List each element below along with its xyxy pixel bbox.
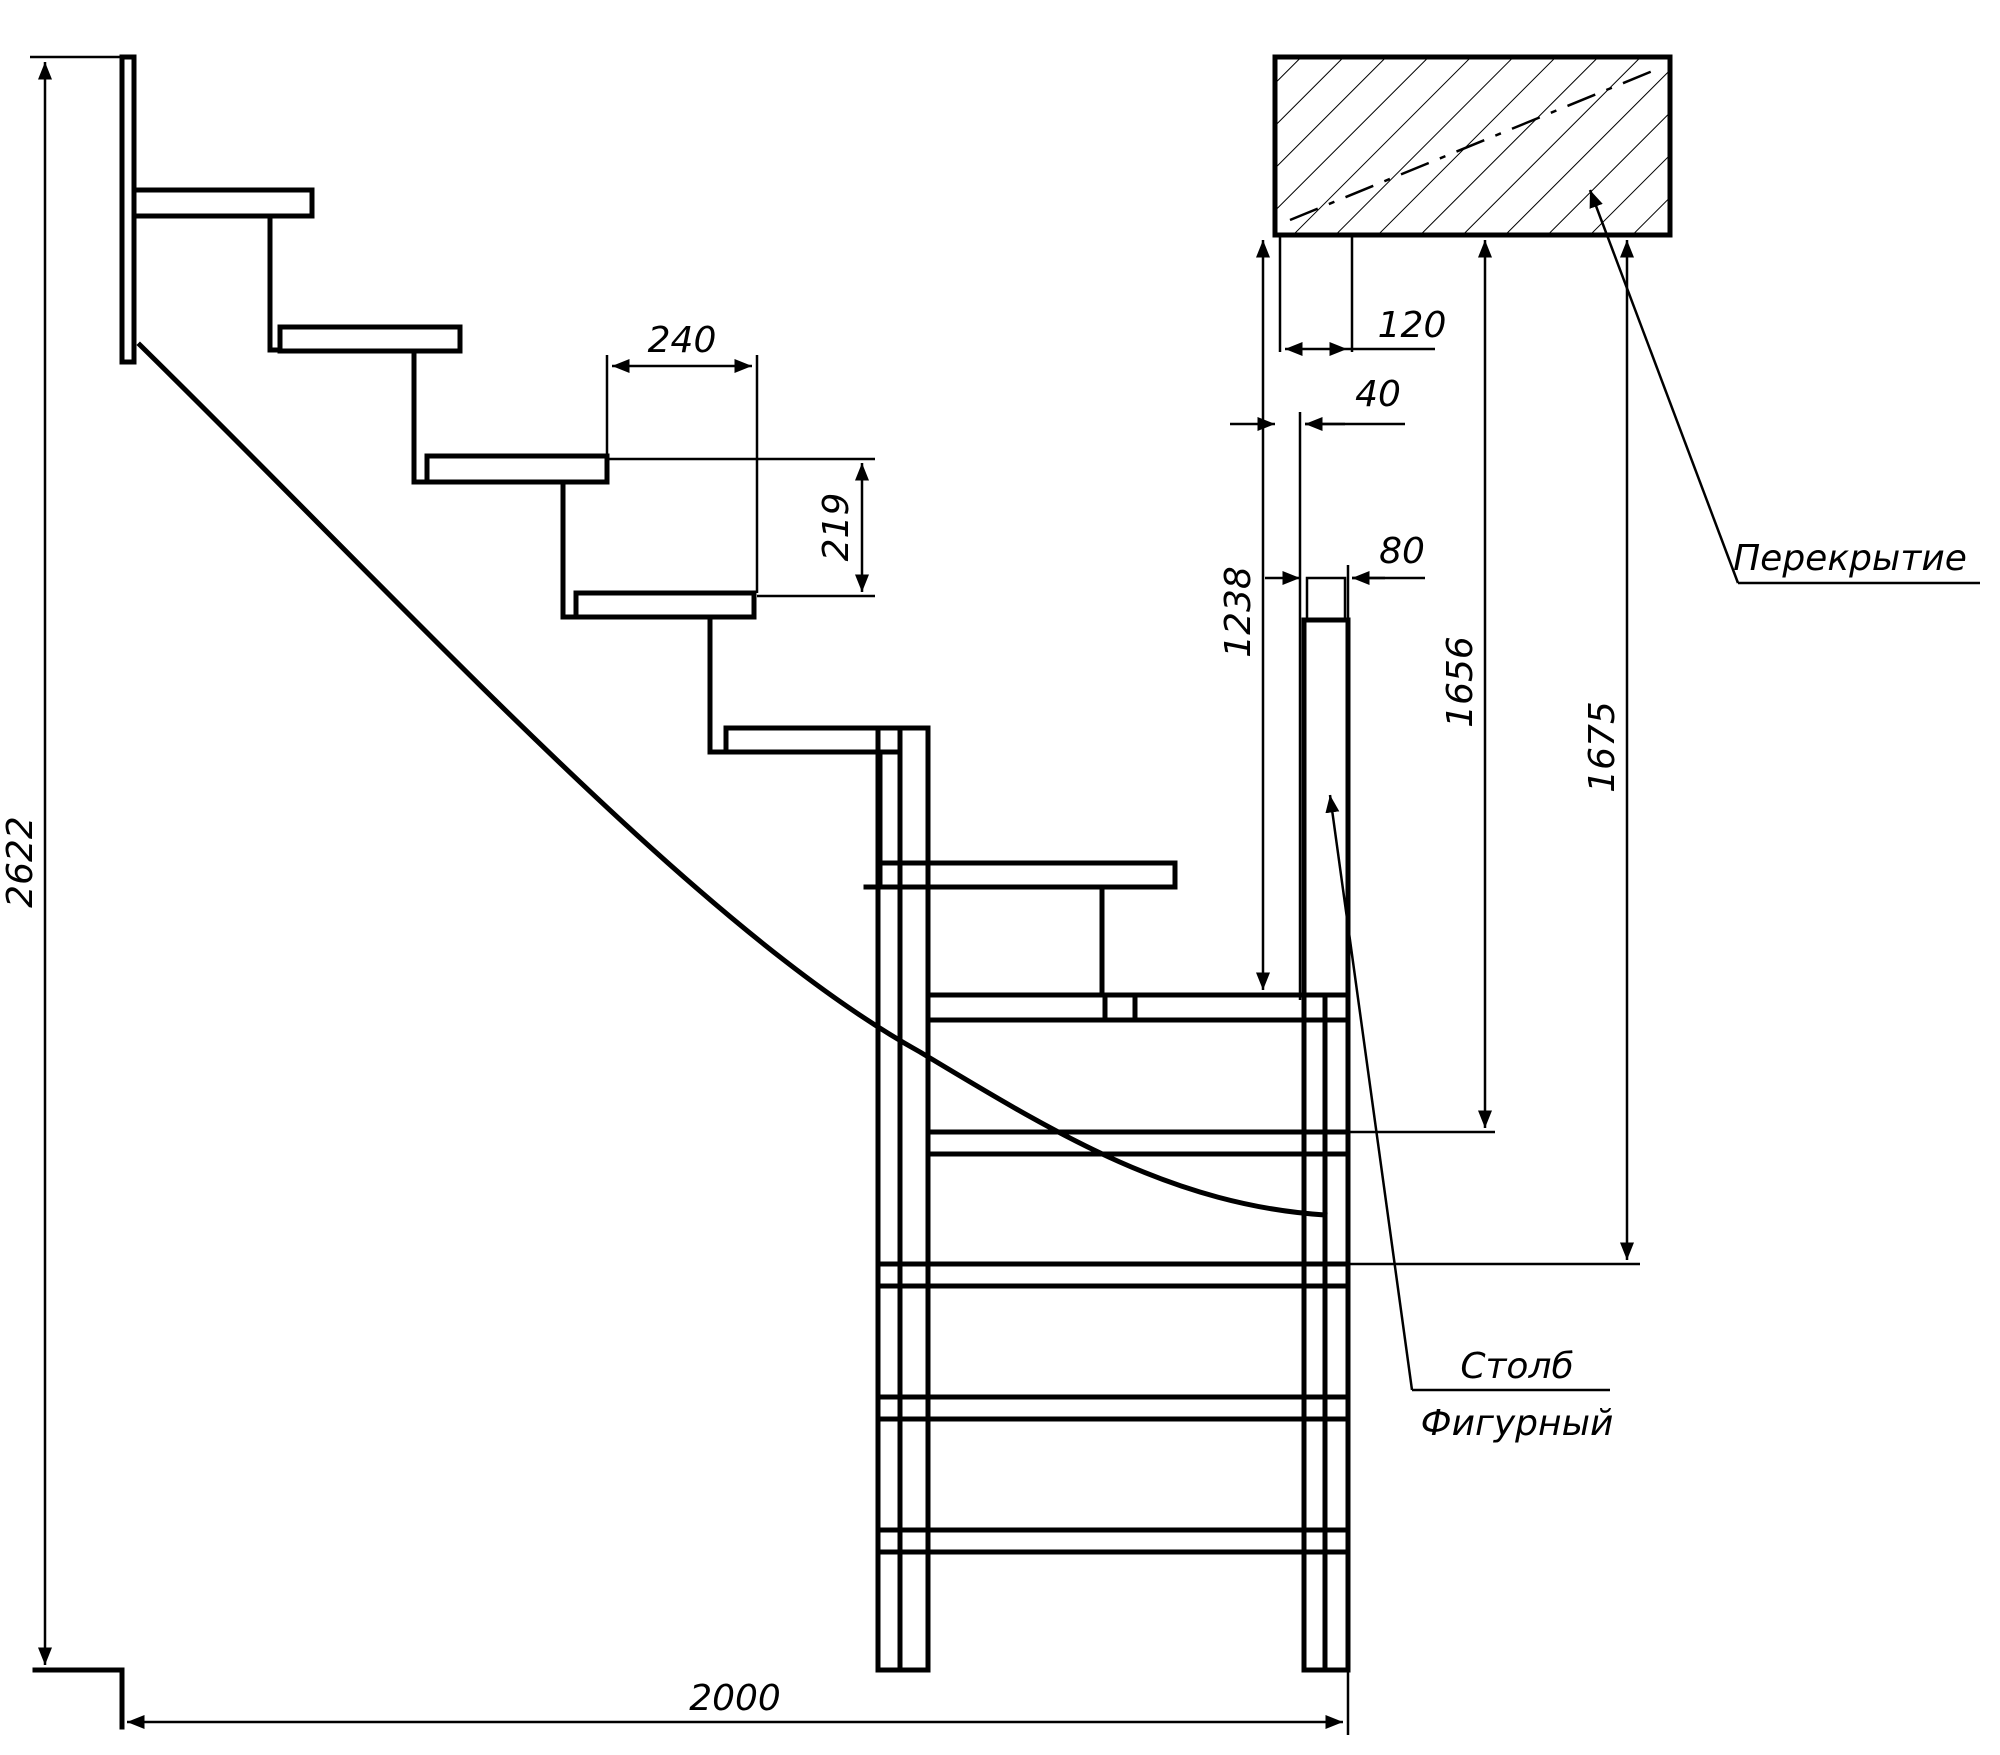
dim-1675-label: 1675 — [1582, 701, 1623, 793]
leader-post: Столб Фигурный — [1325, 794, 1614, 1444]
tread-5 — [723, 725, 903, 755]
dim-80: 80 — [1265, 531, 1425, 620]
tread-4 — [573, 590, 757, 620]
dim-total-height: 2622 — [0, 55, 122, 1665]
tread-1 — [131, 187, 315, 219]
dim-tread-depth: 240 — [605, 320, 759, 593]
tread-6 — [877, 860, 1178, 890]
dim-riser-height: 219 — [607, 457, 875, 598]
dim-80-label: 80 — [1379, 531, 1425, 572]
dim-1656: 1656 — [1348, 240, 1495, 1134]
dim-total-height-label: 2622 — [0, 816, 41, 908]
post-label-line2: Фигурный — [1421, 1403, 1614, 1444]
dim-120: 120 — [1278, 235, 1447, 356]
dim-120-label: 120 — [1378, 305, 1447, 346]
dim-total-length: 2000 — [127, 1670, 1350, 1735]
dim-1656-label: 1656 — [1440, 636, 1481, 728]
dim-total-length-label: 2000 — [689, 1678, 781, 1719]
dim-1238: 1238 — [1218, 240, 1270, 990]
leader-ceiling: Перекрытие — [1588, 189, 1980, 585]
dim-tread-depth-label: 240 — [648, 320, 717, 361]
dim-1238-label: 1238 — [1218, 566, 1259, 658]
dim-1675: 1675 — [1348, 240, 1640, 1266]
floor-line — [32, 1667, 125, 1730]
dim-40-label: 40 — [1355, 374, 1401, 415]
treads — [131, 187, 1178, 890]
curved-stringer — [136, 341, 1328, 1218]
dim-40: 40 — [1230, 374, 1405, 1000]
tread-2 — [277, 324, 463, 354]
figured-post — [1301, 576, 1351, 1673]
dim-riser-height-label: 219 — [816, 493, 857, 562]
ceiling-slab — [1272, 54, 1673, 238]
lower-frame — [875, 725, 1351, 1673]
post-label-line1: Столб — [1460, 1346, 1573, 1387]
tread-3 — [424, 453, 610, 485]
ceiling-label: Перекрытие — [1733, 538, 1967, 579]
